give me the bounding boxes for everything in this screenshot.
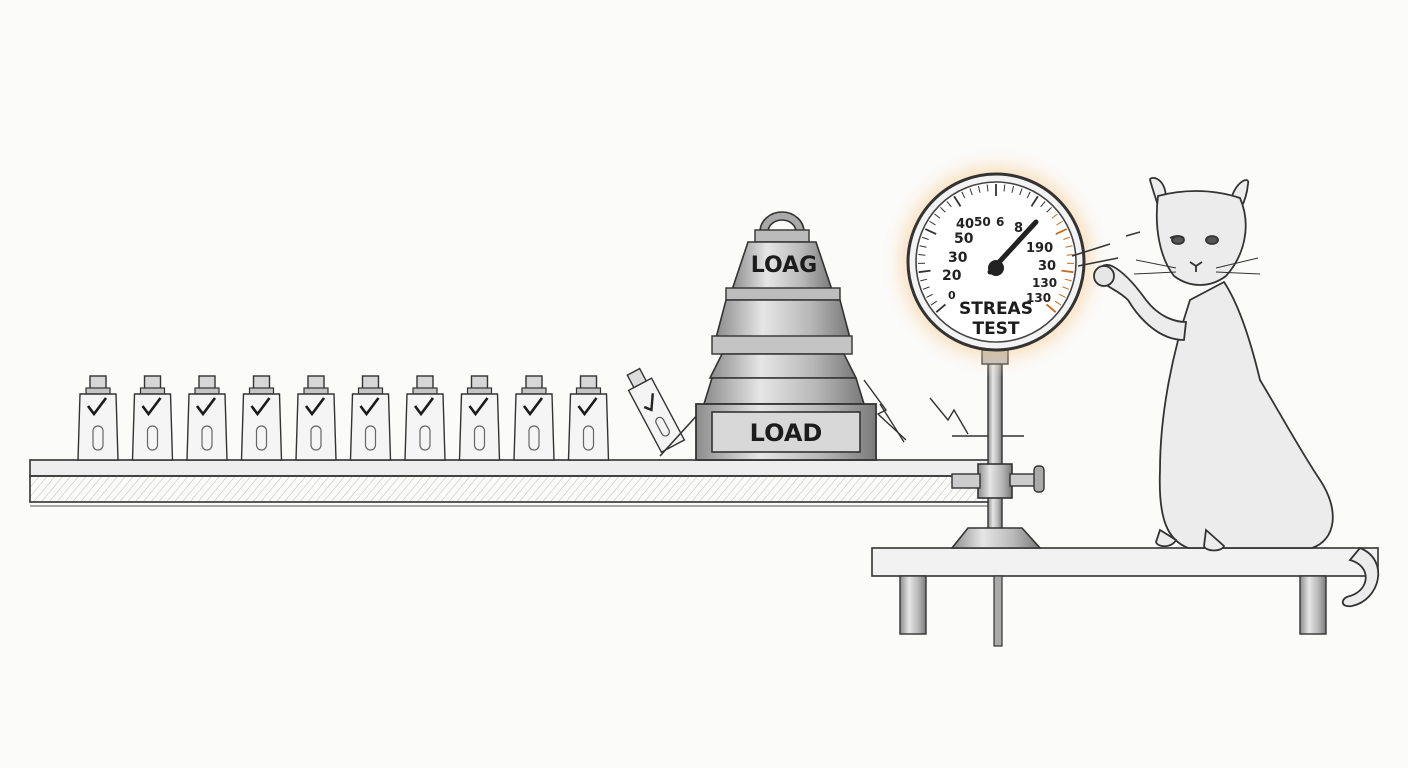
gauge-right-tick-4: 130 xyxy=(1032,276,1057,290)
vial xyxy=(240,375,283,461)
gauge-tick xyxy=(1011,185,1015,193)
gauge-tick xyxy=(1051,213,1058,219)
gauge-tick xyxy=(921,236,929,240)
table xyxy=(871,547,1379,635)
gauge-tick xyxy=(1045,303,1057,313)
gauge-tick xyxy=(986,184,989,192)
gauge-title-line1: STREAS xyxy=(959,299,1033,319)
gauge-title-line2: TEST xyxy=(972,319,1019,339)
vial xyxy=(458,375,501,461)
gauge-tick xyxy=(1066,254,1074,256)
weight-base-label: LOAD xyxy=(750,419,823,447)
gauge-tick xyxy=(946,201,952,208)
gauge-right-tick-2: 190 xyxy=(1026,241,1053,256)
gauge-tick xyxy=(940,206,946,213)
gauge-right-tick-0: 6 xyxy=(996,215,1004,229)
conveyor-rail xyxy=(29,459,991,507)
gauge-tick xyxy=(918,254,926,256)
gauge-tick xyxy=(918,269,931,274)
cat-icon xyxy=(1093,177,1380,608)
tipped-vial xyxy=(626,367,686,454)
gauge-left-tick-2: 30 xyxy=(948,250,968,266)
gauge-right-tick-3: 30 xyxy=(1038,259,1056,274)
gauge-left-tick-1: 20 xyxy=(942,268,962,284)
checkmark-icon xyxy=(250,397,271,417)
gauge-tick xyxy=(920,278,928,282)
gauge-tick xyxy=(1063,236,1071,240)
gauge-left-tick-0: 0 xyxy=(948,289,956,302)
weight-icon xyxy=(695,211,877,461)
gauge-tick xyxy=(977,185,981,193)
vial xyxy=(349,375,392,461)
gauge-tick xyxy=(935,303,947,313)
gauge-tick xyxy=(1055,228,1068,235)
gauge-tick xyxy=(1065,245,1073,248)
weight-top-label: LOAG xyxy=(751,253,817,278)
gauge-ticks xyxy=(918,184,1074,313)
gauge-tick xyxy=(961,191,966,199)
gauge-tick xyxy=(919,245,927,248)
impact-lines xyxy=(863,379,1024,443)
gauge-tick xyxy=(934,213,941,219)
tap-marks xyxy=(1071,231,1141,267)
vial xyxy=(567,375,610,461)
checkmark-icon xyxy=(304,397,326,417)
checkmark-icon xyxy=(359,397,380,417)
pressure-gauge-icon xyxy=(880,146,1112,378)
gauge-tick xyxy=(922,286,930,290)
checkmark-icon xyxy=(468,397,489,417)
gauge-tick xyxy=(1019,188,1023,196)
vial xyxy=(186,375,228,461)
vial xyxy=(131,375,174,461)
gauge-tick xyxy=(1061,269,1074,274)
gauge-tick xyxy=(930,300,938,306)
checkmark-icon xyxy=(643,393,655,412)
gauge-tick xyxy=(1003,184,1006,192)
vial xyxy=(295,375,337,461)
vial xyxy=(404,375,446,461)
gauge-tick xyxy=(1046,206,1052,213)
checkmark-icon xyxy=(141,397,162,417)
gauge-tick xyxy=(1056,220,1063,226)
gauge-left-tick-3: 50 xyxy=(954,231,974,247)
gauge-tick xyxy=(926,293,933,298)
checkmark-icon xyxy=(86,397,108,417)
gauge-tick xyxy=(1064,278,1072,282)
gauge-left-tick-5: 50 xyxy=(974,215,991,229)
gauge-tick xyxy=(1040,201,1046,208)
gauge-tick xyxy=(1062,286,1070,290)
vial-row xyxy=(77,375,610,461)
checkmark-icon xyxy=(195,397,217,417)
vial xyxy=(513,375,555,461)
checkmark-icon xyxy=(577,397,598,417)
checkmark-icon xyxy=(413,397,435,417)
gauge-tick xyxy=(953,195,962,207)
gauge-tick xyxy=(924,228,937,235)
gauge-tick xyxy=(929,220,936,226)
checkmark-icon xyxy=(522,397,544,417)
gauge-right-tick-1: 8 xyxy=(1014,221,1023,236)
gauge-left-tick-4: 40 xyxy=(956,217,974,232)
gauge-tick xyxy=(1059,293,1066,298)
gauge-tick xyxy=(1030,195,1039,207)
gauge-tick xyxy=(969,188,973,196)
gauge-right-tick-5: 130 xyxy=(1026,291,1051,305)
vial xyxy=(77,375,119,461)
gauge-hub xyxy=(988,260,1004,276)
gauge-tick xyxy=(1054,300,1062,306)
gauge-tick xyxy=(1026,191,1031,199)
